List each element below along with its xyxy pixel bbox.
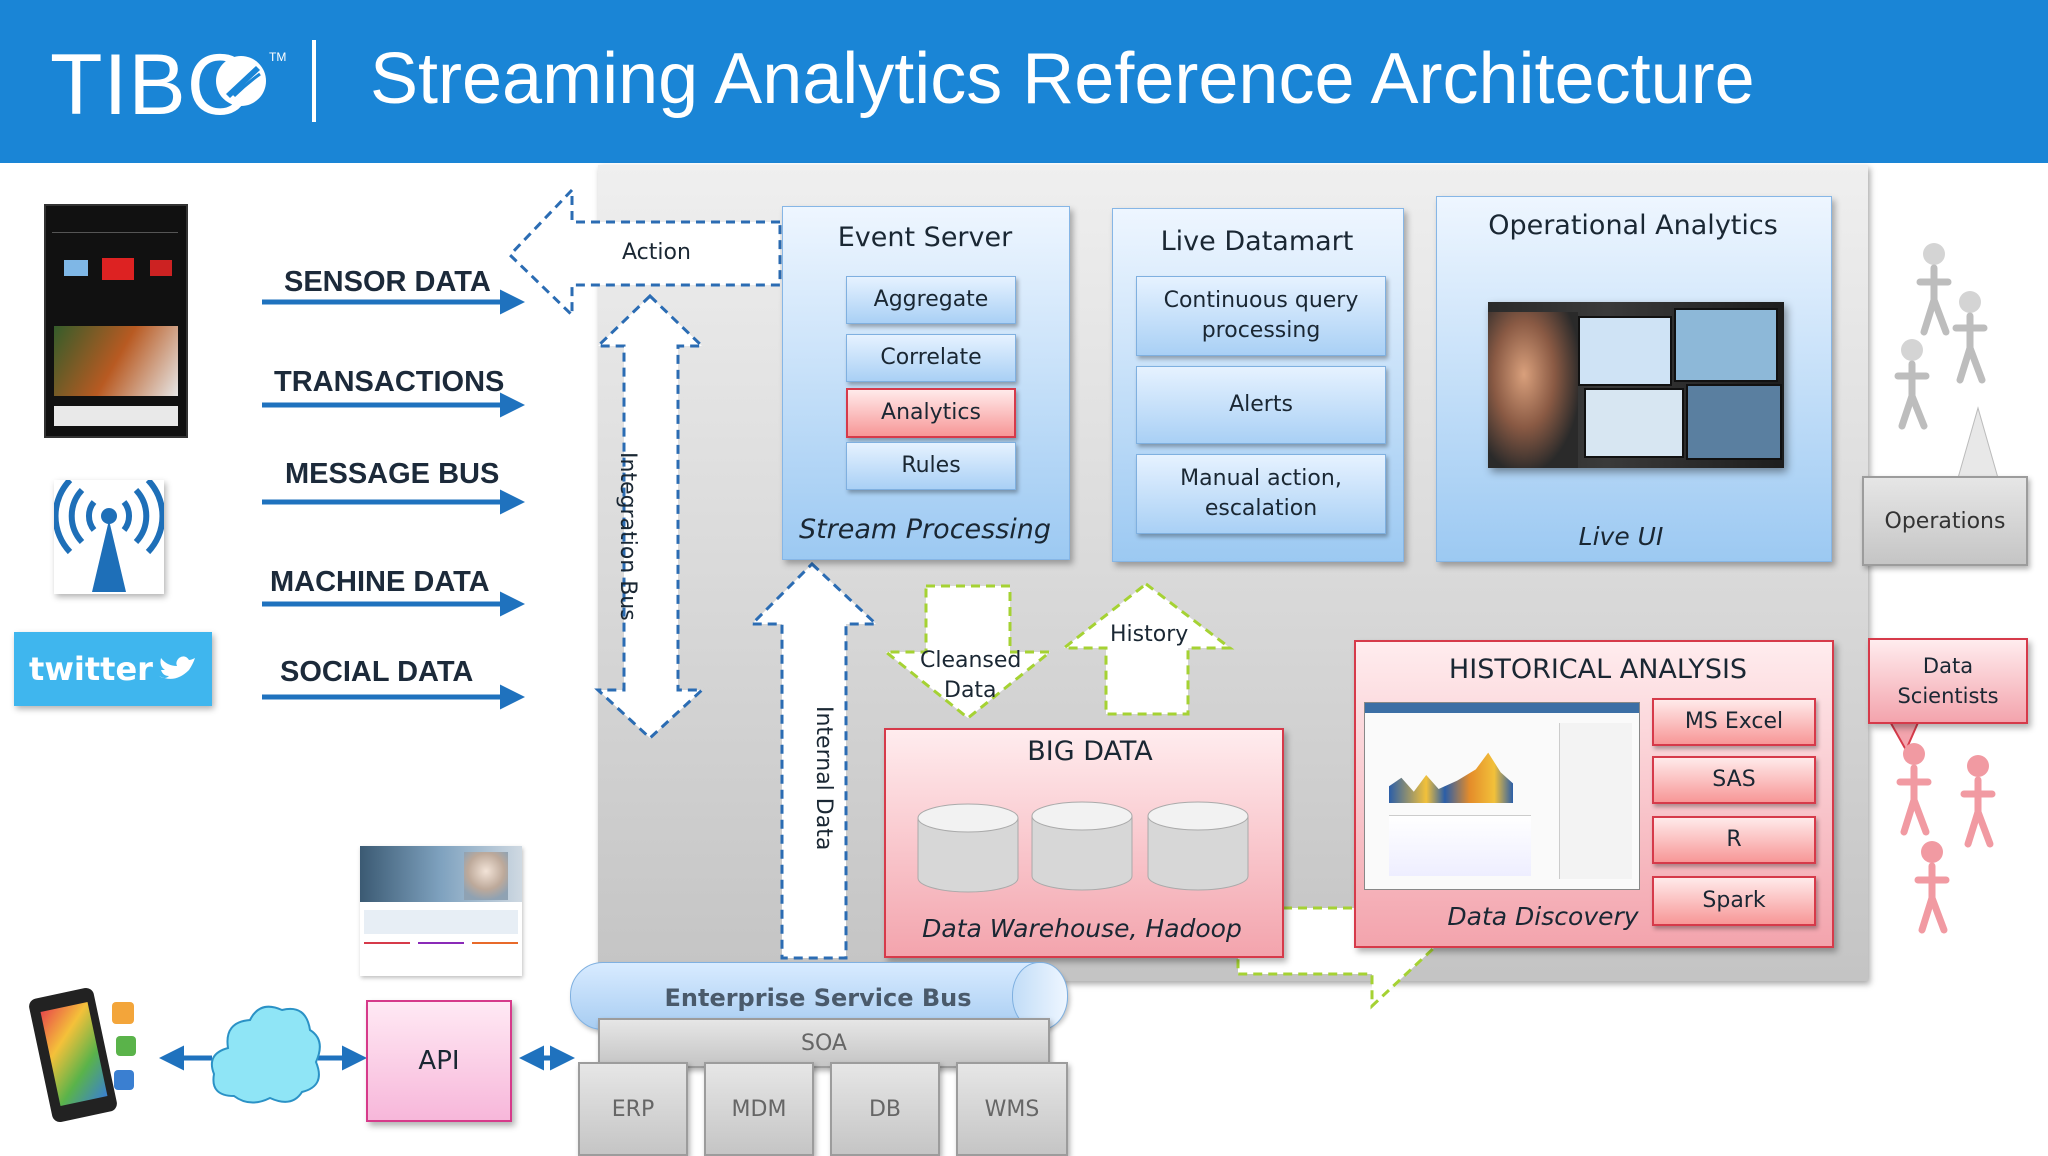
stream-processing-label: Stream Processing (798, 514, 1052, 545)
page-title: Streaming Analytics Reference Architectu… (370, 39, 1755, 119)
event-server-item-correlate: Correlate (846, 334, 1016, 382)
source-arrows (262, 289, 525, 710)
event-server-title: Event Server (837, 222, 1013, 253)
tibco-logo-circle-icon (216, 56, 266, 106)
header-bar (0, 0, 2048, 163)
live-datamart-item-manual-action: Manual action, escalation (1136, 454, 1386, 534)
data-warehouse-hadoop-label: Data Warehouse, Hadoop (922, 914, 1242, 943)
system-erp: ERP (578, 1062, 688, 1156)
esb-label: Enterprise Service Bus (664, 984, 972, 1012)
operations-people-icon (1894, 243, 1988, 430)
analytics-dashboard-screenshot (1364, 702, 1640, 890)
database-cylinder-icon (917, 803, 1019, 893)
header-divider (312, 40, 316, 122)
source-label-message-bus: MESSAGE BUS (285, 458, 500, 490)
broadcast-antenna-icon (52, 477, 166, 594)
source-label-sensor-data: SENSOR DATA (284, 266, 491, 298)
live-datamart-item-alerts: Alerts (1136, 366, 1386, 444)
tool-sas: SAS (1652, 756, 1816, 804)
source-label-machine-data: MACHINE DATA (270, 566, 490, 598)
event-server-box (782, 206, 1070, 560)
system-wms: WMS (956, 1062, 1068, 1156)
trader-at-monitors-photo (1488, 302, 1784, 468)
cleansed-data-label-line1: Cleansed (920, 648, 1022, 673)
data-scientists-people-icon (1896, 743, 1996, 934)
logo-trademark: TM (269, 50, 287, 64)
database-cylinder-icon (1147, 801, 1249, 891)
data-discovery-label: Data Discovery (1447, 902, 1639, 931)
manual-action-line2: escalation (1204, 496, 1318, 521)
event-server-item-aggregate: Aggregate (846, 276, 1016, 324)
cloud-icon (210, 1005, 321, 1104)
live-datamart-title: Live Datamart (1160, 226, 1354, 257)
twitter-logo-text: twitter (29, 650, 153, 688)
manual-action-line1: Manual action, (1180, 466, 1342, 491)
web-portal-screenshot (360, 846, 522, 976)
big-data-title: BIG DATA (1027, 736, 1153, 767)
smartphone-icon (27, 986, 142, 1124)
twitter-logo: twitter (14, 632, 212, 706)
action-label: Action (622, 240, 691, 265)
integration-bus-label: Integration Bus (615, 452, 640, 621)
history-label: History (1110, 622, 1189, 647)
live-datamart-item-continuous-query: Continuous query processing (1136, 276, 1386, 356)
tibco-logo: TIBC (50, 37, 250, 133)
data-scientists-line2: Scientists (1897, 684, 1999, 708)
source-label-transactions: TRANSACTIONS (274, 366, 505, 398)
source-label-social-data: SOCIAL DATA (280, 656, 474, 688)
system-db: DB (830, 1062, 940, 1156)
historical-analysis-title: HISTORICAL ANALYSIS (1448, 654, 1748, 685)
api-box: API (366, 1000, 512, 1122)
event-server-item-analytics: Analytics (846, 388, 1016, 438)
tool-r: R (1652, 816, 1816, 864)
operations-box: Operations (1862, 476, 2028, 566)
continuous-query-line2: processing (1201, 318, 1321, 343)
event-server-item-rules: Rules (846, 442, 1016, 490)
soa-box: SOA (598, 1018, 1050, 1068)
tool-spark: Spark (1652, 876, 1816, 926)
live-ui-label: Live UI (1578, 522, 1664, 551)
database-cylinder-icon (1031, 801, 1133, 891)
data-scientists-box: Data Scientists (1868, 638, 2028, 724)
tool-ms-excel: MS Excel (1652, 698, 1816, 746)
operational-analytics-title: Operational Analytics (1488, 210, 1778, 241)
cleansed-data-label-line2: Data (944, 678, 997, 703)
continuous-query-line1: Continuous query (1163, 288, 1359, 313)
system-mdm: MDM (704, 1062, 814, 1156)
data-scientists-line1: Data (1922, 654, 1974, 678)
internal-data-label: Internal Data (811, 706, 836, 851)
bird-icon (158, 656, 195, 679)
phone-app-icon (44, 204, 188, 438)
